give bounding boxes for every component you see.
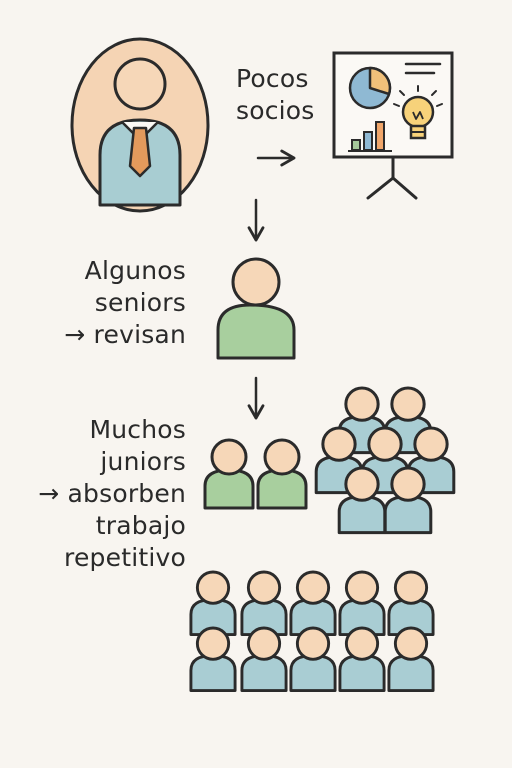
label-line: repetitivo <box>64 543 186 572</box>
junior-person-icon <box>387 626 435 693</box>
junior-person-icon <box>189 626 237 693</box>
junior-person-icon <box>337 466 387 535</box>
junior-person-icon <box>189 570 237 637</box>
partner-portrait-icon <box>70 37 210 213</box>
label-line: Muchos <box>89 415 186 444</box>
presentation-board-icon <box>332 51 454 200</box>
junior-person-icon <box>338 626 386 693</box>
label-line: juniors <box>100 447 186 476</box>
bar-chart-icon <box>348 121 392 152</box>
senior-person-icon <box>256 438 308 510</box>
label-line: → absorben <box>38 479 186 508</box>
junior-person-icon <box>240 570 288 637</box>
label-line: seniors <box>94 288 186 317</box>
label-muchos-juniors: Muchos juniors → absorben trabajo repeti… <box>30 414 186 574</box>
junior-person-icon <box>289 570 337 637</box>
lightbulb-icon <box>393 85 443 140</box>
label-line: → revisan <box>64 320 186 349</box>
label-line: Pocos <box>236 64 309 93</box>
junior-person-icon <box>387 570 435 637</box>
pie-chart-icon <box>348 66 392 110</box>
label-pocos-socios: Pocos socios <box>236 63 315 127</box>
junior-person-icon <box>289 626 337 693</box>
senior-person-icon <box>216 257 296 360</box>
label-line: trabajo <box>95 511 186 540</box>
junior-person-icon <box>383 466 433 535</box>
label-algunos-seniors: Algunos seniors → revisan <box>40 255 186 351</box>
junior-person-icon <box>338 570 386 637</box>
junior-person-icon <box>240 626 288 693</box>
label-line: socios <box>236 96 315 125</box>
label-line: Algunos <box>84 256 186 285</box>
senior-person-icon <box>203 438 255 510</box>
